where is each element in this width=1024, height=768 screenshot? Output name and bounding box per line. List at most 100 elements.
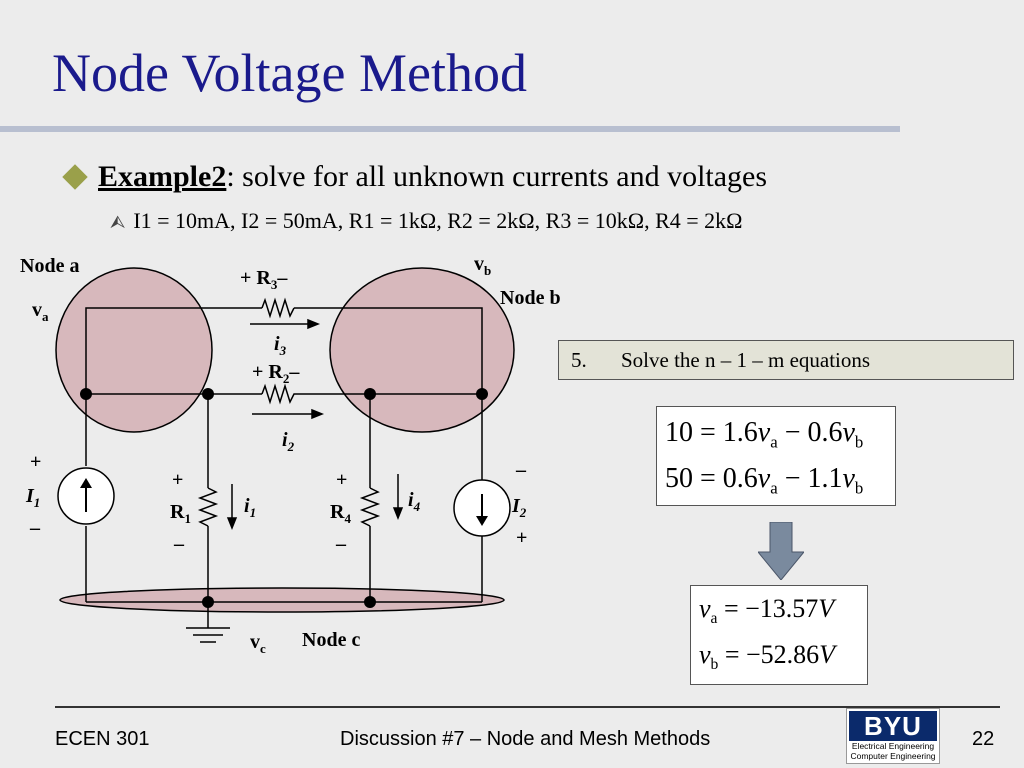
i2-label: i bbox=[282, 429, 288, 451]
svg-text:i1: i1 bbox=[244, 495, 256, 520]
footer-topic: Discussion #7 – Node and Mesh Methods bbox=[340, 728, 711, 750]
ans1-unit: V bbox=[818, 594, 835, 623]
svg-text:i2: i2 bbox=[282, 429, 295, 454]
i4-sub: 4 bbox=[413, 499, 421, 514]
I2-minus: – bbox=[515, 459, 527, 481]
eq1-sub2: b bbox=[854, 432, 864, 452]
i4-label: i bbox=[408, 489, 414, 511]
r3-minus: – bbox=[276, 267, 288, 289]
main-bullet: Example2: solve for all unknown currents… bbox=[60, 160, 767, 194]
r3-sub: 3 bbox=[271, 277, 278, 292]
i3-sub: 3 bbox=[279, 343, 287, 358]
svg-text:R4: R4 bbox=[330, 501, 351, 526]
svg-text:I2: I2 bbox=[511, 495, 527, 520]
svg-text:vc: vc bbox=[250, 631, 266, 656]
r4-minus: – bbox=[335, 533, 347, 555]
svg-text:+ R2–: + R2– bbox=[252, 361, 300, 386]
logo-sub-1: Electrical Engineering bbox=[851, 741, 935, 751]
bullet-text: : solve for all unknown currents and vol… bbox=[226, 160, 768, 193]
r1-plus: + bbox=[172, 469, 183, 491]
vc-sub: c bbox=[260, 641, 266, 656]
r1-label: R bbox=[170, 501, 185, 523]
eq1-part: 10 = 1.6 bbox=[665, 417, 758, 448]
arrow-bullet-icon: ⮙ bbox=[110, 212, 126, 232]
equation-2: 50 = 0.6va − 1.1vb bbox=[665, 463, 863, 499]
eq2-var: v bbox=[757, 463, 771, 494]
svg-text:va: va bbox=[32, 299, 49, 324]
node-b-region bbox=[329, 267, 515, 433]
sub-bullet-text: I1 = 10mA, I2 = 50mA, R1 = 1kΩ, R2 = 2kΩ… bbox=[133, 208, 743, 233]
diamond-bullet-icon bbox=[62, 164, 88, 190]
svg-text:R1: R1 bbox=[170, 501, 191, 526]
r2-minus: – bbox=[288, 361, 300, 383]
r4-sub: 4 bbox=[344, 511, 351, 526]
eq2-sub2: b bbox=[854, 478, 864, 498]
node-a-label: Node a bbox=[20, 255, 79, 277]
ans1-value: = −13.57 bbox=[717, 594, 819, 623]
r4-label: R bbox=[330, 501, 345, 523]
I2-sub: 2 bbox=[519, 505, 527, 520]
ans1-var: v bbox=[699, 594, 711, 623]
eq2-part: 50 = 0.6 bbox=[665, 463, 758, 494]
r1-minus: – bbox=[173, 533, 185, 555]
footer-divider bbox=[55, 706, 1000, 708]
ans2-value: = −52.86 bbox=[718, 640, 820, 669]
I1-plus: + bbox=[30, 451, 41, 473]
slide-title: Node Voltage Method bbox=[52, 43, 527, 103]
answer-vb: vb = −52.86V bbox=[699, 640, 835, 674]
I1-label: I bbox=[25, 485, 35, 507]
i2-sub: 2 bbox=[287, 439, 295, 454]
I1-sub: 1 bbox=[34, 495, 41, 510]
title-divider bbox=[0, 126, 900, 132]
svg-text:i3: i3 bbox=[274, 333, 287, 358]
vb-label: v bbox=[474, 253, 484, 275]
I1-minus: – bbox=[29, 517, 41, 539]
footer-course: ECEN 301 bbox=[55, 728, 150, 750]
i3-label: i bbox=[274, 333, 280, 355]
r2-sub: 2 bbox=[283, 371, 290, 386]
ans1-sub: a bbox=[710, 610, 718, 628]
r2-label: + R bbox=[252, 361, 283, 383]
svg-text:vb: vb bbox=[474, 253, 491, 278]
eq1-var: v bbox=[757, 417, 771, 448]
va-sub: a bbox=[42, 309, 49, 324]
i1-sub: 1 bbox=[250, 505, 257, 520]
logo-text: BYU bbox=[849, 711, 937, 741]
step-number: 5. bbox=[571, 347, 587, 372]
I2-label: I bbox=[511, 495, 521, 517]
equations-box: 10 = 1.6va − 0.6vb 50 = 0.6va − 1.1vb bbox=[656, 406, 896, 506]
eq2-var2: v bbox=[842, 463, 855, 494]
sub-bullet: ⮙ I1 = 10mA, I2 = 50mA, R1 = 1kΩ, R2 = 2k… bbox=[110, 208, 743, 234]
node-c-region bbox=[59, 587, 505, 613]
i1-label: i bbox=[244, 495, 250, 517]
vb-sub: b bbox=[484, 263, 491, 278]
svg-text:I1: I1 bbox=[25, 485, 40, 510]
ans2-unit: V bbox=[819, 640, 836, 669]
eq1-part2: − 0.6 bbox=[777, 417, 843, 448]
svg-text:i4: i4 bbox=[408, 489, 421, 514]
logo-sub-2: Computer Engineering bbox=[850, 751, 936, 761]
vc-label: v bbox=[250, 631, 260, 653]
answer-va: va = −13.57V bbox=[699, 594, 834, 628]
footer-page-number: 22 bbox=[972, 728, 995, 750]
down-arrow-icon bbox=[758, 522, 804, 580]
eq2-part2: − 1.1 bbox=[777, 463, 843, 494]
r4-plus: + bbox=[336, 469, 347, 491]
eq2-sub: a bbox=[770, 478, 778, 498]
r3-label: + R bbox=[240, 267, 271, 289]
step-text: Solve the n – 1 – m equations bbox=[621, 347, 871, 372]
va-label: v bbox=[32, 299, 42, 321]
ans2-sub: b bbox=[710, 656, 719, 674]
eq1-var2: v bbox=[842, 417, 855, 448]
eq1-sub: a bbox=[770, 432, 778, 452]
equation-1: 10 = 1.6va − 0.6vb bbox=[665, 417, 863, 453]
byu-logo: BYU Electrical Engineering Computer Engi… bbox=[846, 708, 940, 764]
circuit-diagram: Node a Node b Node c va vb vc + R3– + R2… bbox=[20, 253, 560, 656]
node-a-region bbox=[55, 267, 213, 433]
node-c-label: Node c bbox=[302, 629, 360, 651]
answers-box: va = −13.57V vb = −52.86V bbox=[690, 585, 868, 685]
bullet-label: Example2 bbox=[98, 160, 227, 193]
node-b-label: Node b bbox=[500, 287, 560, 309]
I2-plus: + bbox=[516, 527, 527, 549]
svg-text:+ R3–: + R3– bbox=[240, 267, 288, 292]
